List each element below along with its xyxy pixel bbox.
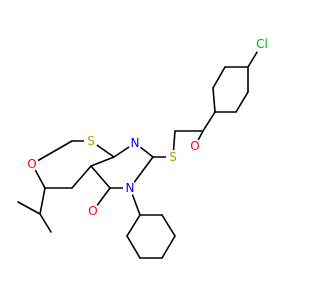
atom-bg	[25, 157, 39, 171]
bond	[202, 111, 216, 132]
bond	[39, 187, 46, 215]
bond	[235, 91, 249, 113]
molecule-structure: Cl O S S N N O O	[17, 35, 271, 259]
bond	[161, 235, 176, 259]
atom-bg	[84, 134, 98, 148]
atom-label-thiophene-sulfur: S	[87, 134, 95, 148]
atom-label-imine-nitrogen: N	[131, 136, 140, 150]
atom-bg	[86, 204, 100, 218]
atom-label-chlorine: Cl	[256, 37, 268, 51]
bond	[90, 156, 115, 167]
bond	[17, 201, 41, 215]
atom-label-ketone-oxygen: O	[190, 139, 199, 153]
atom-bg	[188, 139, 202, 153]
atom-bg	[123, 181, 137, 195]
bond	[161, 214, 176, 237]
atom-label-thioether-sulfur: S	[169, 150, 177, 164]
bond-lines	[17, 43, 263, 259]
atom-bg	[128, 136, 142, 150]
bond	[71, 165, 92, 189]
bond	[212, 66, 226, 89]
atom-label-amide-nitrogen: N	[126, 181, 135, 195]
atom-bg	[253, 35, 271, 53]
atom-label-group: Cl O S S N N O O	[25, 35, 271, 218]
atom-bg	[166, 150, 180, 164]
bond	[31, 140, 73, 165]
bond	[126, 214, 141, 237]
atom-label-amide-oxygen: O	[88, 204, 97, 218]
bond	[39, 213, 52, 233]
bond	[126, 235, 141, 259]
bond	[212, 87, 216, 113]
bond	[90, 165, 111, 189]
atom-label-pyran-oxygen: O	[27, 157, 36, 171]
